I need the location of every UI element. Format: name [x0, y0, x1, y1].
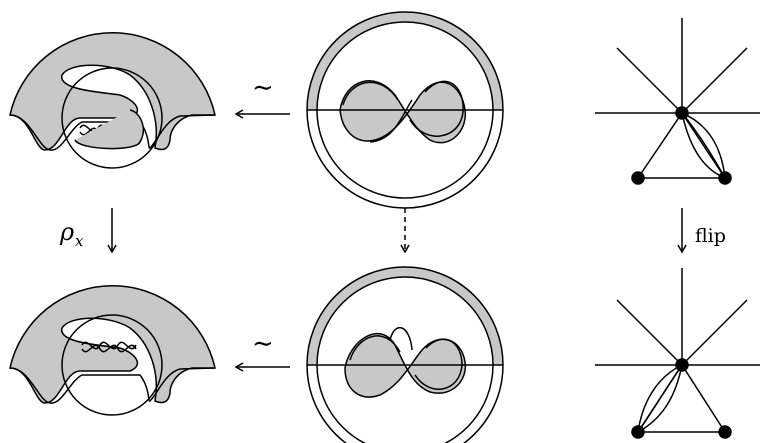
label-flip: flip [695, 225, 726, 247]
label-tilde-top: ∼ [252, 73, 274, 103]
shaded-halfannulus-bottom-left [9, 285, 216, 404]
multi-edge [637, 364, 683, 433]
vertex [675, 358, 689, 372]
strand-top-middle [342, 80, 464, 143]
disk-top-middle [306, 11, 504, 209]
surface-bottom-left [9, 285, 216, 416]
spoke [616, 299, 683, 366]
multi-edge [637, 364, 683, 433]
arrow-right-vertical [677, 208, 687, 254]
spoke [616, 47, 683, 114]
shaded-halfannulus-top-left [9, 32, 216, 151]
vertex [631, 425, 645, 439]
vertex [718, 171, 732, 185]
arrow-middle-vertical-dashed [400, 208, 410, 254]
graph-top-right [595, 18, 760, 185]
multi-edge [637, 364, 683, 433]
surface-top-left [9, 32, 216, 169]
disk-bottom-middle [306, 266, 504, 443]
spoke [681, 299, 748, 366]
edge [681, 364, 726, 433]
label-rho-subscript: x [75, 232, 84, 250]
arrow-top-horizontal [234, 109, 290, 119]
multi-edge [681, 112, 726, 179]
label-rho: ρ [59, 218, 74, 246]
lower-lobe-bottom-left [9, 367, 216, 404]
graph-bottom-right [595, 268, 760, 439]
edge [637, 112, 683, 179]
inner-circle-bottom-middle [316, 276, 494, 443]
edge [681, 112, 726, 179]
vertex [631, 171, 645, 185]
arrow-left-vertical [107, 208, 117, 254]
twist-bottom-left [81, 341, 137, 353]
band-top-left [74, 109, 144, 150]
circle-bottom-left [61, 314, 163, 416]
vertex [718, 425, 732, 439]
vertex [675, 106, 689, 120]
circle-top-left [61, 67, 163, 169]
spoke [681, 47, 748, 114]
label-tilde-bottom: ∼ [252, 329, 274, 359]
strand-bottom-middle [349, 327, 463, 390]
arrow-bottom-horizontal [234, 362, 290, 372]
